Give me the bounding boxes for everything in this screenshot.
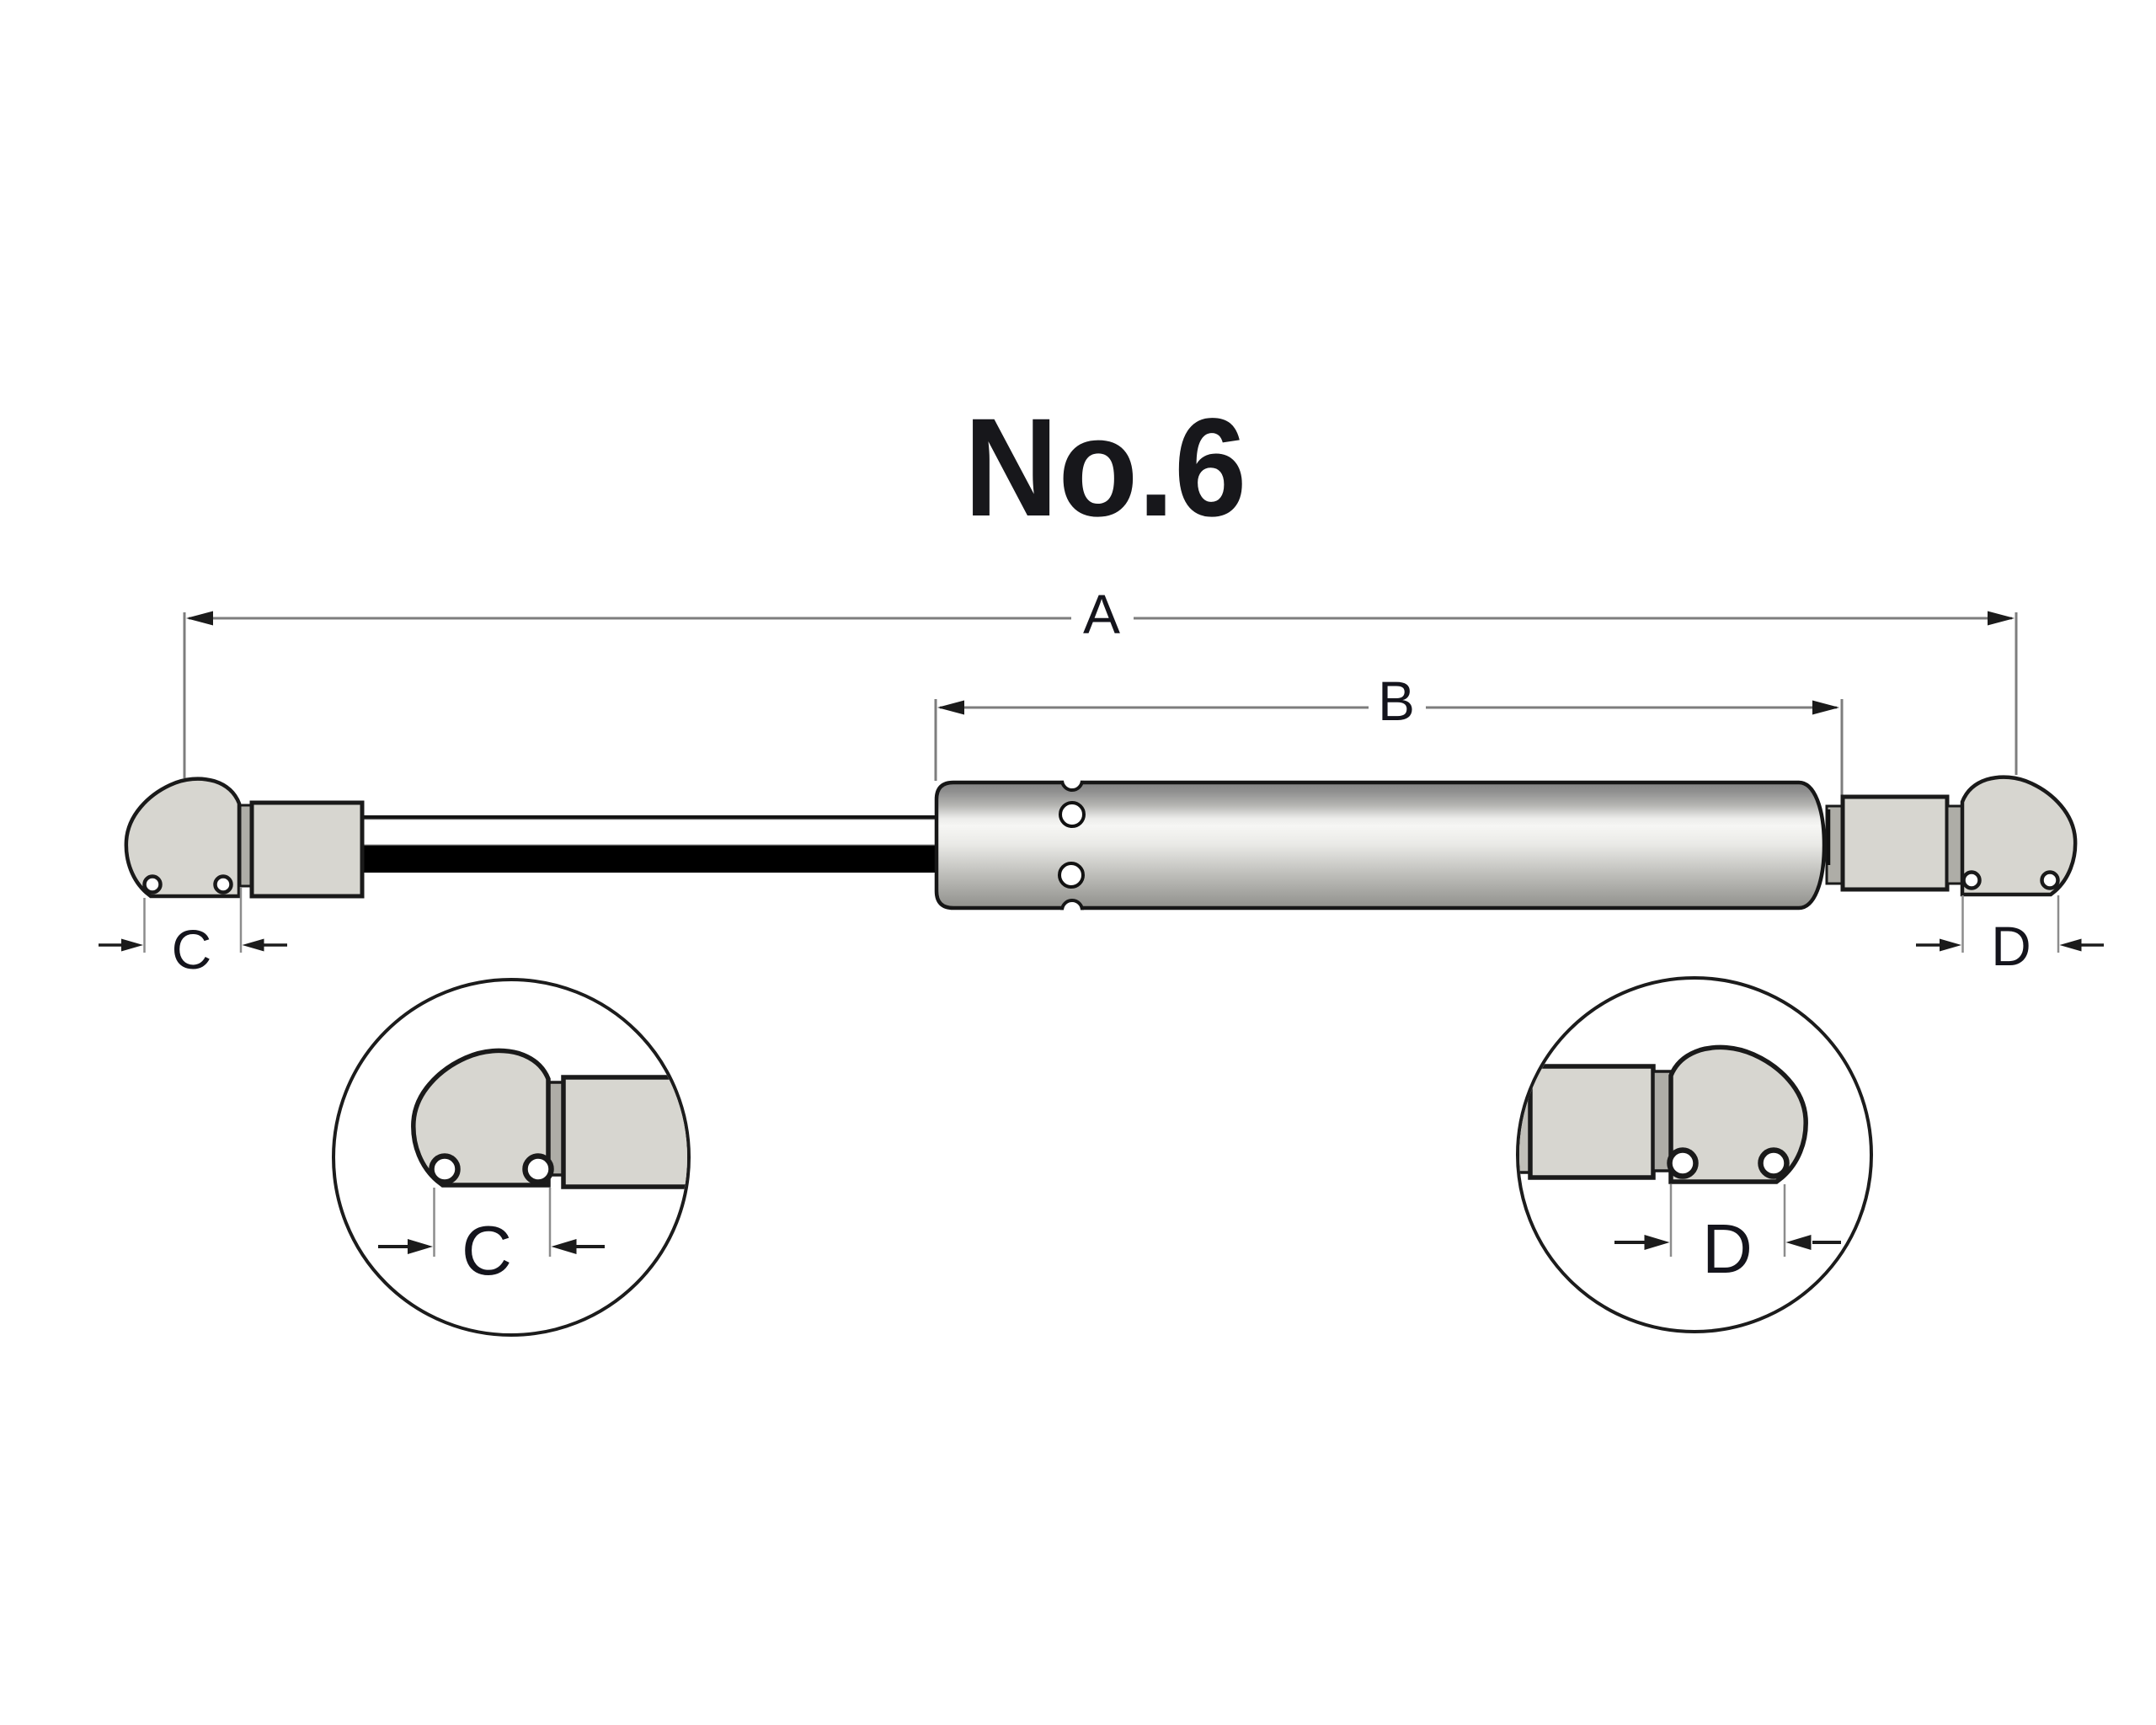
svg-text:B: B <box>1378 670 1415 732</box>
svg-text:No.6: No.6 <box>964 390 1247 546</box>
svg-text:C: C <box>462 1211 512 1290</box>
svg-text:D: D <box>1702 1210 1753 1288</box>
svg-text:A: A <box>1083 583 1120 645</box>
svg-text:D: D <box>1991 915 2031 977</box>
svg-text:C: C <box>172 918 212 980</box>
